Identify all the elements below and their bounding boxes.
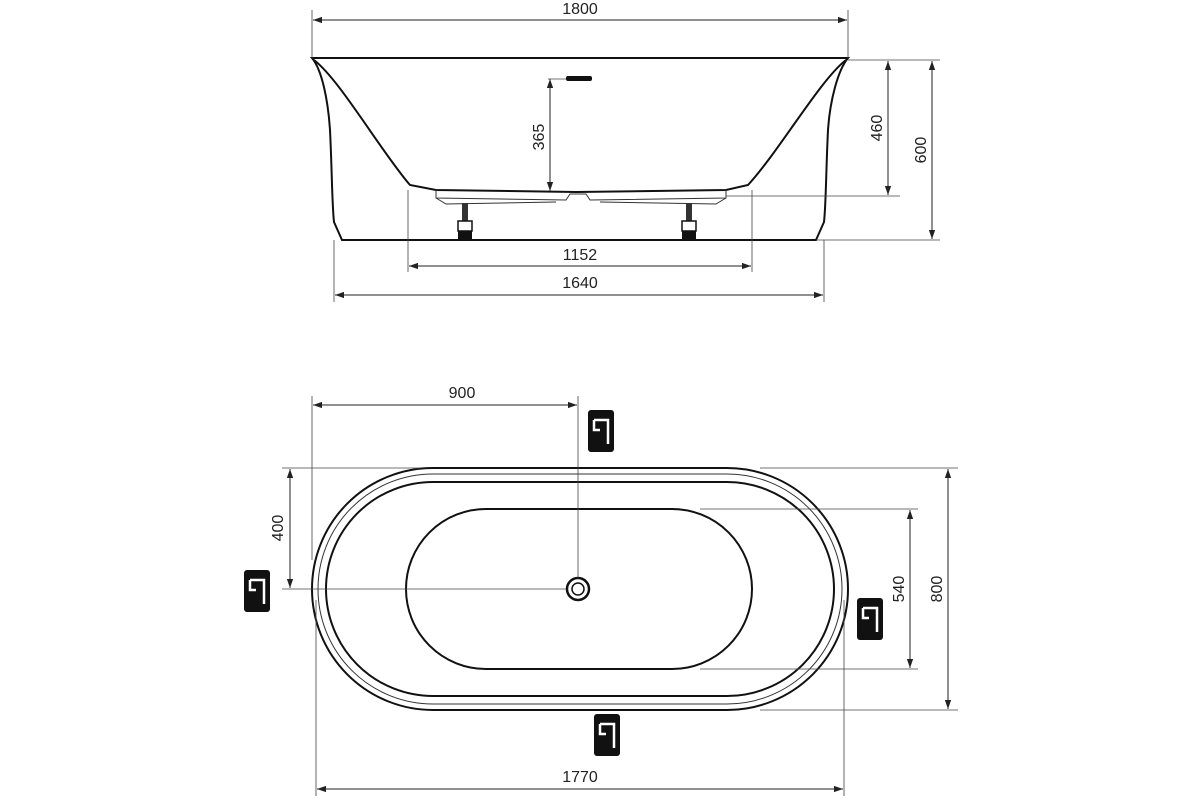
dimension-overall-length: 1800 xyxy=(311,1,849,58)
inner-basin-width-label: 540 xyxy=(891,576,908,603)
faucet-icon-left xyxy=(244,570,270,612)
dimension-inner-depth: 365 xyxy=(531,78,566,191)
dimension-total-height: 600 xyxy=(816,59,940,241)
top-overall-length-label: 1770 xyxy=(562,769,598,786)
faucet-icon-right xyxy=(857,598,883,640)
base-length-label: 1640 xyxy=(562,275,598,292)
drain-offset-width-label: 400 xyxy=(270,515,287,542)
drain-offset-length-label: 900 xyxy=(449,385,476,402)
dimension-top-overall-length: 1770 xyxy=(315,600,845,796)
overall-width-label: 800 xyxy=(929,576,946,603)
side-view-basin-underside xyxy=(435,197,727,205)
foot-spacing-label: 1152 xyxy=(563,247,598,264)
dimension-inner-basin-width: 540 xyxy=(700,508,918,670)
left-foot xyxy=(457,203,473,239)
dimension-drain-offset-width: 400 xyxy=(270,467,566,590)
side-view: 1800 365 460 600 1152 xyxy=(309,1,940,302)
overflow-icon xyxy=(566,76,592,81)
side-view-inner-basin xyxy=(313,59,847,194)
dimension-drain-offset-length: 900 xyxy=(311,385,579,578)
inner-depth-label: 365 xyxy=(531,124,548,151)
top-view: 900 400 540 800 1770 xyxy=(244,385,958,796)
side-view-outer-shell xyxy=(309,57,851,241)
overall-length-label: 1800 xyxy=(562,1,598,18)
rim-height-label: 460 xyxy=(869,115,886,142)
total-height-label: 600 xyxy=(913,137,930,164)
faucet-icon-bottom xyxy=(594,714,620,756)
dimension-overall-width: 800 xyxy=(760,467,958,711)
side-view-basin-floor xyxy=(435,190,727,201)
dimension-foot-spacing: 1152 xyxy=(407,190,753,272)
dimension-rim-height: 460 xyxy=(726,59,900,197)
dimension-base-length: 1640 xyxy=(333,240,825,302)
drain-icon xyxy=(565,576,591,602)
faucet-icon-top xyxy=(588,410,614,452)
right-foot xyxy=(681,203,697,239)
